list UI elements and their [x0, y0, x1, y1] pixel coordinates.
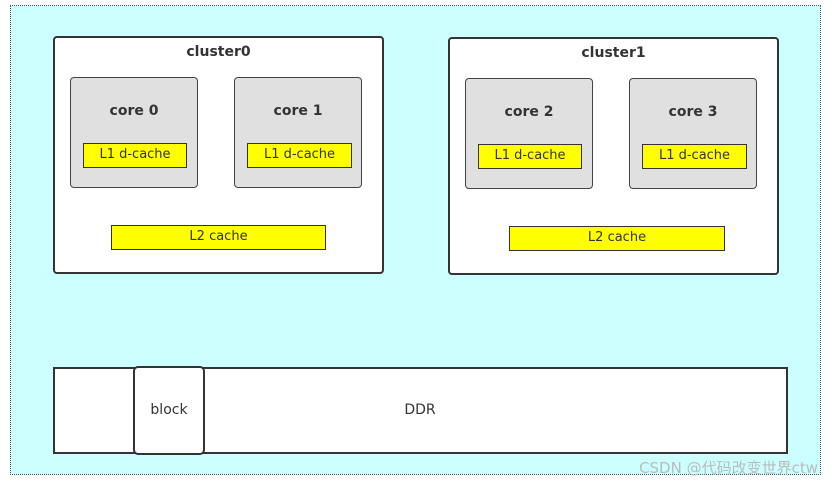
l1-cache: L1 d-cache — [642, 144, 747, 169]
l2-cache: L2 cache — [111, 225, 326, 250]
core-3: core 3 — [629, 78, 757, 189]
watermark: CSDN @代码改变世界ctw — [639, 459, 818, 477]
core-0: core 0 — [70, 77, 198, 188]
core-label: core 1 — [273, 103, 323, 119]
core-label: core 0 — [109, 103, 159, 119]
l1-cache: L1 d-cache — [478, 144, 582, 169]
l1-cache: L1 d-cache — [83, 143, 187, 168]
core-2: core 2 — [465, 78, 593, 189]
core-1: core 1 — [234, 77, 362, 188]
core-label: core 2 — [504, 104, 554, 120]
memory-block: block — [133, 366, 205, 455]
l1-cache: L1 d-cache — [247, 143, 352, 168]
l2-cache: L2 cache — [509, 226, 725, 251]
core-label: core 3 — [668, 104, 718, 120]
ddr-label: DDR — [404, 402, 436, 418]
cluster-title: cluster0 — [186, 44, 251, 60]
cluster-title: cluster1 — [581, 45, 646, 61]
